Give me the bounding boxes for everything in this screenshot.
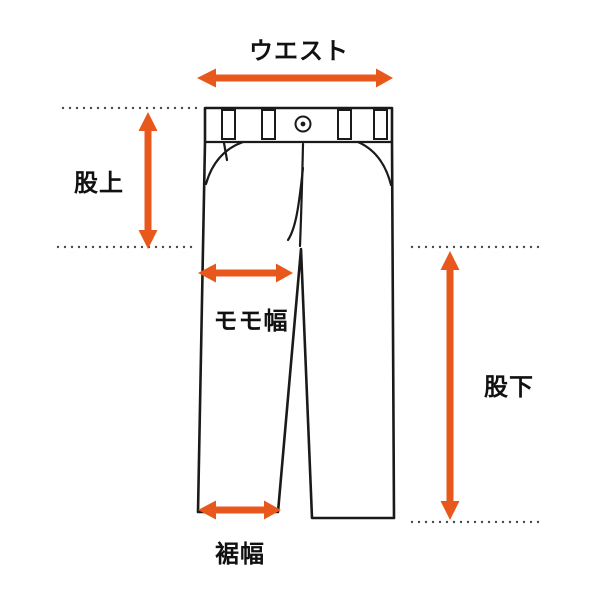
inseam-label: 股下 bbox=[484, 374, 534, 401]
left-pocket-curve bbox=[204, 140, 245, 186]
pants-illustration bbox=[196, 106, 396, 520]
pants-outline bbox=[196, 106, 396, 520]
waistband-button bbox=[294, 115, 312, 133]
thigh-label: モモ幅 bbox=[213, 308, 289, 335]
belt-loop bbox=[261, 109, 276, 140]
rise-label: 股上 bbox=[74, 170, 124, 197]
belt-loop bbox=[337, 109, 352, 140]
belt-loop bbox=[373, 109, 388, 140]
guide-lines bbox=[56, 106, 542, 524]
belt-loop bbox=[221, 109, 236, 140]
waist-label: ウエスト bbox=[249, 38, 349, 65]
thigh-arrow bbox=[198, 263, 293, 283]
coin-pocket-line bbox=[222, 141, 229, 162]
inseam-arrow bbox=[440, 251, 460, 520]
right-pocket-curve bbox=[356, 140, 393, 187]
waist-arrow bbox=[197, 68, 393, 88]
rise-arrow bbox=[138, 112, 158, 249]
hem-label: 裾幅 bbox=[215, 541, 265, 568]
hem-arrow bbox=[198, 500, 281, 520]
fly-stitch bbox=[286, 166, 305, 242]
fly-seam bbox=[298, 142, 305, 248]
